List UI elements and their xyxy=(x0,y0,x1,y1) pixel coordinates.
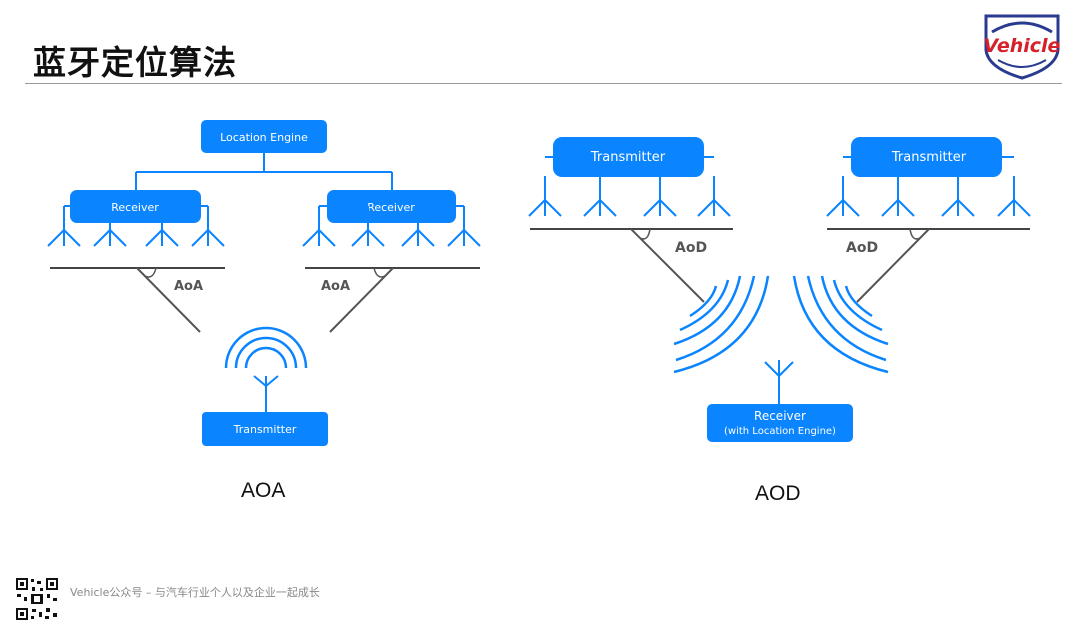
aod-transmitter-left-box xyxy=(553,137,704,177)
aod-transmitter-left-label: Transmitter xyxy=(590,150,666,165)
aod-receiver-box xyxy=(707,404,853,442)
aod-caption: AOD xyxy=(755,482,801,505)
receiver-right-label: Receiver xyxy=(367,201,415,214)
header-divider xyxy=(25,83,1062,84)
qr-code-icon xyxy=(14,576,60,622)
aoa-angle-right: AoA xyxy=(321,279,350,294)
receiver-left-label: Receiver xyxy=(111,201,159,214)
aoa-angle-left: AoA xyxy=(174,279,203,294)
logo-text: Vehicle xyxy=(984,35,1061,57)
location-engine-label: Location Engine xyxy=(220,131,308,144)
aoa-diagram: Location Engine Receiver AoA Receiver xyxy=(47,120,481,446)
receiver-right-box xyxy=(327,190,456,223)
aod-transmitter-right-label: Transmitter xyxy=(891,150,967,165)
location-engine-box xyxy=(201,120,327,153)
page-title: 蓝牙定位算法 xyxy=(33,43,237,82)
aod-angle-left: AoD xyxy=(675,240,707,256)
aoa-caption: AOA xyxy=(241,479,286,502)
footer-text: Vehicle公众号 – 与汽车行业个人以及企业一起成长 xyxy=(70,586,320,599)
aod-transmitter-right-box xyxy=(851,137,1002,177)
aod-angle-right: AoD xyxy=(846,240,878,256)
receiver-left-box xyxy=(70,190,201,223)
aoa-transmitter-box xyxy=(202,412,328,446)
aod-receiver-label-line2: (with Location Engine) xyxy=(724,426,836,437)
aoa-transmitter-label: Transmitter xyxy=(233,423,297,436)
aod-receiver-label-line1: Receiver xyxy=(754,409,806,423)
aod-diagram: Transmitter AoD Transmitter xyxy=(528,137,1031,442)
vehicle-logo: Vehicle xyxy=(984,14,1061,80)
